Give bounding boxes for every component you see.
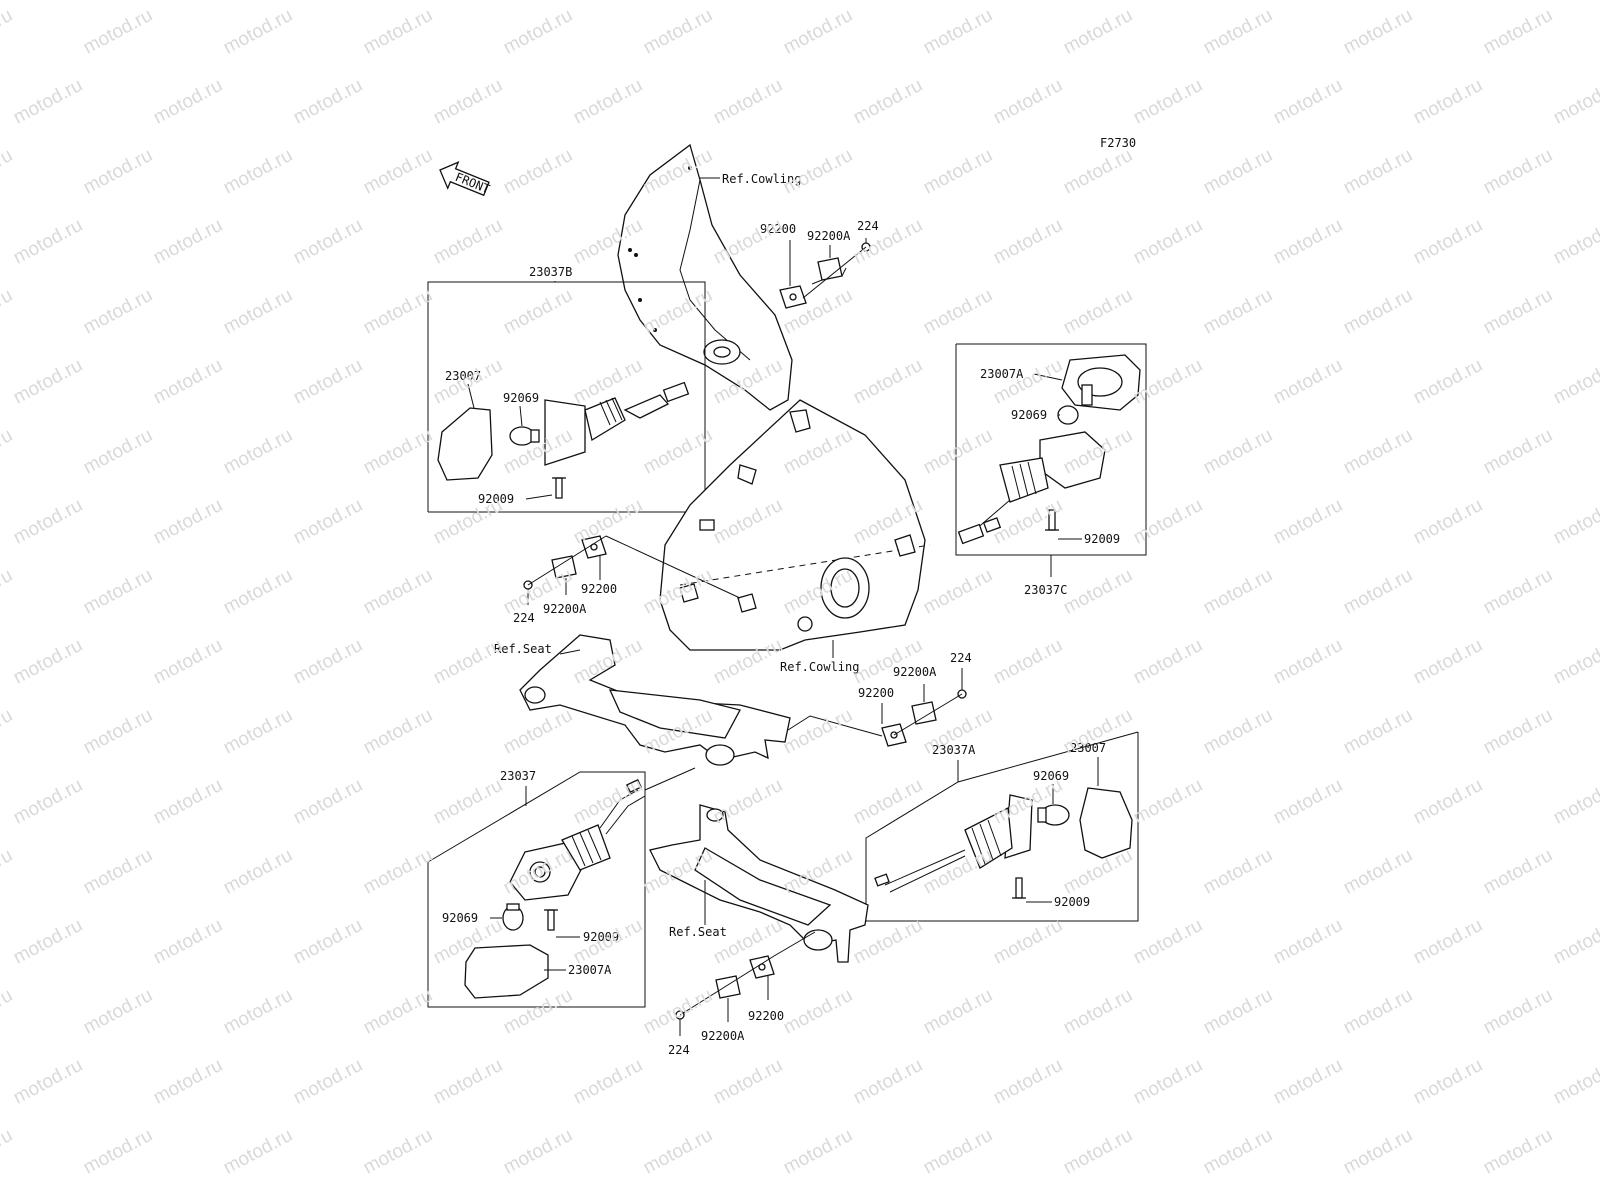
seat-bracket-lower: [649, 804, 869, 963]
label-92200A-top: 92200A: [807, 229, 851, 243]
label-224-bottom: 224: [668, 1043, 690, 1057]
label-92009-bottom-right: 92009: [1054, 895, 1090, 909]
label-224-mid-right: 224: [950, 651, 972, 665]
label-224-top: 224: [857, 219, 879, 233]
screw-92009-top-left: [552, 477, 566, 499]
group-box-23037: [427, 771, 646, 1008]
label-92009-top-left: 92009: [478, 492, 514, 506]
label-23007-bottom-right: 23007: [1070, 741, 1106, 755]
label-92200-mid-right: 92200: [858, 686, 894, 700]
ref-cowling-top-label: Ref.Cowling: [722, 172, 801, 186]
ref-seat-left-label: Ref.Seat: [494, 642, 552, 656]
front-arrow-icon: FRONT: [439, 161, 492, 197]
label-92069-top-left: 92069: [503, 391, 539, 405]
label-92069-bottom-left: 92069: [442, 911, 478, 925]
turn-signal-housing-bottom-right: [874, 794, 1033, 893]
lens-23007A-bottom-left: [464, 944, 549, 999]
label-92069-bottom-right: 92069: [1033, 769, 1069, 783]
bracket-clip-92200A-mid-right: [911, 701, 937, 725]
lens-23007-top-left: [437, 407, 493, 481]
front-arrow-label: FRONT: [453, 170, 492, 197]
lens-23007A-top-right: [1061, 354, 1141, 411]
label-92200-top: 92200: [760, 222, 796, 236]
label-23007-top-left: 23007: [445, 369, 481, 383]
screw-92009-bottom-right: [1012, 877, 1026, 899]
bulb-92069-top-right: [1057, 405, 1079, 425]
center-cowling-panel: [659, 399, 931, 651]
bulb-92069-bottom-left: [502, 903, 524, 931]
label-23037B: 23037B: [529, 265, 572, 279]
ref-cowling-mid-label: Ref.Cowling: [780, 660, 859, 674]
upper-cowling-panel: [617, 143, 793, 411]
bracket-plate-92200-top: [779, 285, 807, 309]
group-box-23037B: [427, 281, 706, 513]
ref-seat-bottom-label: Ref.Seat: [669, 925, 727, 939]
group-box-23037A: [865, 731, 1139, 922]
bracket-clip-92200A-mid-left: [551, 555, 577, 579]
label-92200A-mid-right: 92200A: [893, 665, 937, 679]
screw-92009-bottom-left: [544, 909, 558, 931]
label-23007A-bottom-left: 23007A: [568, 963, 612, 977]
seat-bracket-upper: [519, 634, 791, 766]
bulb-92069-bottom-right: [1037, 804, 1070, 826]
label-23037C: 23037C: [1024, 583, 1067, 597]
group-box-23037C: [955, 343, 1147, 556]
label-224-mid-left: 224: [513, 611, 535, 625]
label-92200A-bottom: 92200A: [701, 1029, 745, 1043]
label-92200-mid-left: 92200: [581, 582, 617, 596]
bulb-92069-top-left: [509, 426, 540, 446]
screw-92009-top-right: [1045, 509, 1059, 531]
lens-23007-bottom-right: [1079, 787, 1133, 859]
label-92069-top-right: 92069: [1011, 408, 1047, 422]
bracket-clip-92200A-top: [811, 257, 847, 285]
label-23037: 23037: [500, 769, 536, 783]
label-92200A-mid-left: 92200A: [543, 602, 587, 616]
figure-code: F2730: [1100, 136, 1136, 150]
label-92200-bottom: 92200: [748, 1009, 784, 1023]
label-23007A-top-right: 23007A: [980, 367, 1024, 381]
label-23037A: 23037A: [932, 743, 976, 757]
label-92009-bottom-left: 92009: [583, 930, 619, 944]
label-92009-top-right: 92009: [1084, 532, 1120, 546]
bracket-plate-92200-bottom: [749, 955, 775, 979]
turn-signal-housing-top-right: [957, 431, 1106, 545]
bracket-plate-92200-mid-left: [581, 535, 607, 559]
turn-signal-housing-top-left: [544, 381, 690, 466]
turn-signal-housing-bottom-left: [509, 778, 646, 901]
